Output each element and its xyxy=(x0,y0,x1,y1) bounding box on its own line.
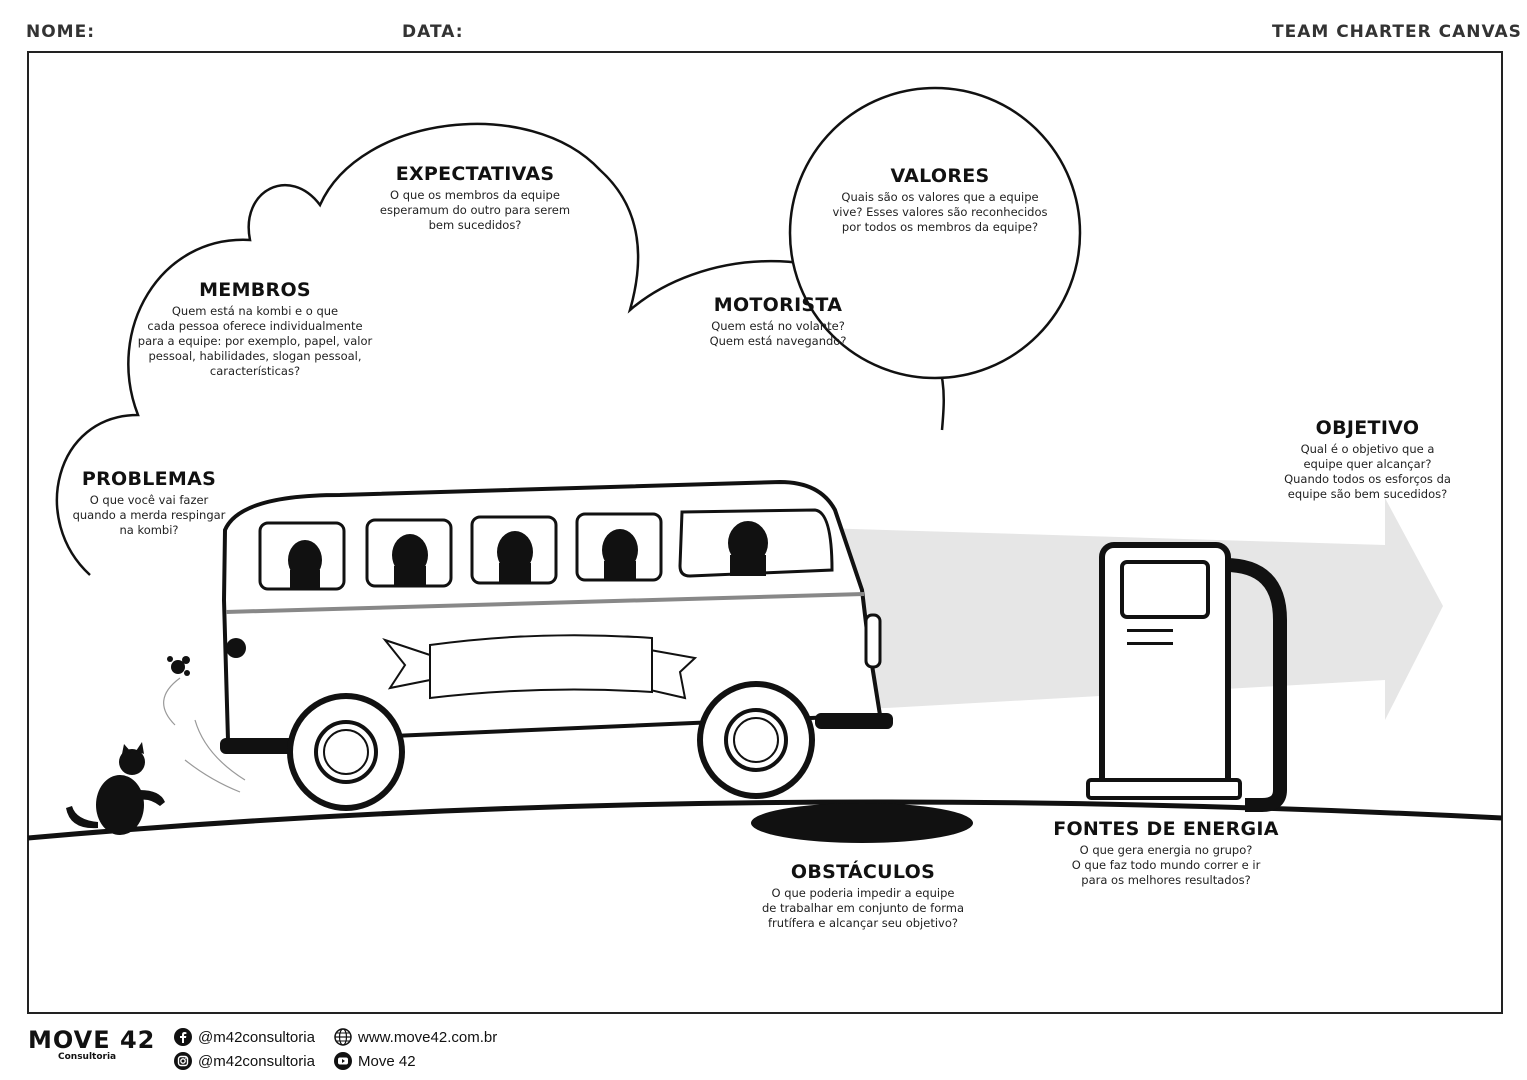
section-problemas: PROBLEMAS O que você vai fazer quando a … xyxy=(60,468,238,538)
canvas-title: TEAM CHARTER CANVAS xyxy=(1272,22,1522,42)
section-valores: VALORES Quais são os valores que a equip… xyxy=(815,165,1065,235)
objetivo-title: OBJETIVO xyxy=(1315,417,1420,439)
obstaculos-text: O que poderia impedir a equipe de trabal… xyxy=(761,886,965,930)
obstaculos-title: OBSTÁCULOS xyxy=(790,861,936,883)
section-obstaculos: OBSTÁCULOS O que poderia impedir a equip… xyxy=(747,861,979,931)
values-circle xyxy=(788,86,1082,380)
problemas-title: PROBLEMAS xyxy=(81,468,217,490)
objetivo-text: Qual é o objetivo que a equipe quer alca… xyxy=(1284,442,1451,501)
instagram-icon xyxy=(174,1052,192,1070)
valores-title: VALORES xyxy=(890,165,990,187)
instagram-link[interactable]: @m42consultoria xyxy=(174,1052,315,1070)
instagram-handle: @m42consultoria xyxy=(198,1052,315,1070)
facebook-icon xyxy=(174,1028,192,1046)
youtube-icon xyxy=(334,1052,352,1070)
motorista-title: MOTORISTA xyxy=(713,294,843,316)
pothole xyxy=(751,803,973,843)
membros-text: Quem está na kombi e o que cada pessoa o… xyxy=(137,304,373,378)
fontes-text: O que gera energia no grupo? O que faz t… xyxy=(1071,843,1261,887)
name-label: NOME: xyxy=(26,22,96,42)
splatter xyxy=(167,656,190,676)
membros-title: MEMBROS xyxy=(199,279,311,301)
cat-silhouette xyxy=(66,742,165,835)
facebook-handle: @m42consultoria xyxy=(198,1028,315,1046)
motorista-text: Quem está no volante? Quem está navegand… xyxy=(709,319,847,348)
logo-subtitle: Consultoria xyxy=(58,1052,117,1062)
section-objetivo: OBJETIVO Qual é o objetivo que a equipe … xyxy=(1270,417,1465,502)
globe-icon xyxy=(334,1028,352,1046)
section-motorista: MOTORISTA Quem está no volante? Quem est… xyxy=(678,294,878,349)
youtube-channel: Move 42 xyxy=(358,1052,416,1070)
problemas-text: O que você vai fazer quando a merda resp… xyxy=(72,493,226,537)
van xyxy=(220,479,893,811)
gas-pump xyxy=(1086,542,1287,812)
section-fontes-de-energia: FONTES DE ENERGIA O que gera energia no … xyxy=(1052,818,1280,888)
facebook-link[interactable]: @m42consultoria xyxy=(174,1028,315,1046)
valores-text: Quais são os valores que a equipe vive? … xyxy=(832,190,1048,234)
section-membros: MEMBROS Quem está na kombi e o que cada … xyxy=(130,279,380,379)
fontes-title: FONTES DE ENERGIA xyxy=(1053,818,1279,840)
youtube-link[interactable]: Move 42 xyxy=(334,1052,416,1070)
website-link[interactable]: www.move42.com.br xyxy=(334,1028,497,1046)
move42-logo: MOVE 42 Consultoria xyxy=(28,1026,155,1062)
logo-wordmark: MOVE 42 xyxy=(28,1026,156,1054)
website-url: www.move42.com.br xyxy=(358,1028,498,1046)
exhaust-lines xyxy=(163,677,246,793)
expectativas-title: EXPECTATIVAS xyxy=(395,163,555,185)
expectativas-text: O que os membros da equipe esperamum do … xyxy=(379,188,571,232)
section-expectativas: EXPECTATIVAS O que os membros da equipe … xyxy=(355,163,595,233)
date-label: DATA: xyxy=(402,22,464,42)
canvas-frame xyxy=(27,51,1503,1014)
